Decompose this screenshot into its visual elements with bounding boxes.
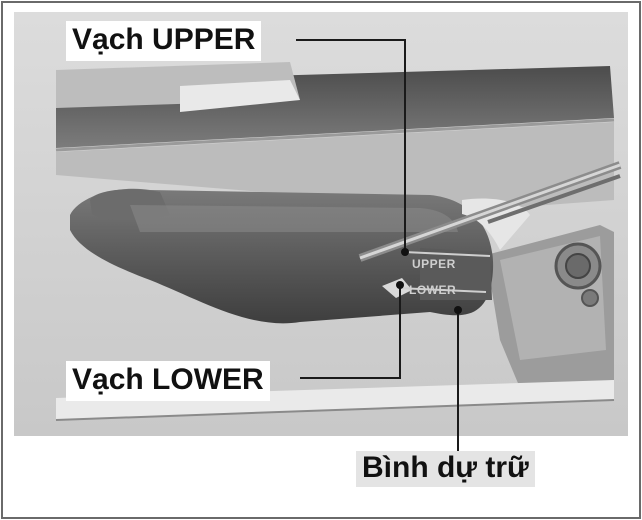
- lower-mark-diamond: [382, 278, 412, 298]
- lower-mark-label: Vạch LOWER: [66, 361, 270, 401]
- lower-leader-dot: [396, 281, 404, 289]
- upper-leader-line: [296, 39, 406, 252]
- lower-mark-line: [397, 287, 487, 293]
- level-area: [420, 248, 492, 300]
- reservoir-leader-dot: [454, 306, 462, 314]
- upper-panel: [56, 122, 614, 210]
- upper-leader-dot: [401, 248, 409, 256]
- top-ledge-highlight: [180, 80, 300, 112]
- lower-leader-line: [300, 285, 401, 379]
- reservoir-label: Bình dự trữ: [356, 451, 535, 487]
- ledge-edge: [55, 118, 615, 152]
- bottom-rail-edge: [55, 399, 615, 421]
- embossed-upper-text: UPPER: [412, 257, 456, 271]
- reservoir-highlight: [130, 205, 458, 232]
- embossed-lower-text: LOWER: [409, 283, 457, 297]
- hose-2: [487, 174, 621, 224]
- bolt-small: [581, 289, 599, 307]
- bolt-inner: [565, 253, 591, 279]
- bottom-rail: [56, 380, 614, 420]
- upper-mark-line: [403, 251, 491, 257]
- upper-mark-label: Vạch UPPER: [66, 21, 262, 61]
- hose-1-highlight: [359, 163, 621, 260]
